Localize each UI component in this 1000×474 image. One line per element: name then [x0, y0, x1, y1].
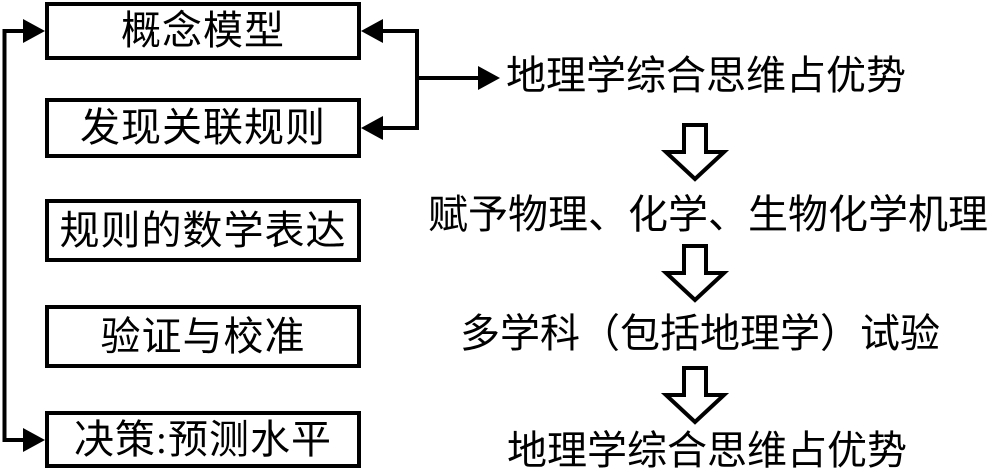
stage-text-geography-thinking-top: 地理学综合思维占优势	[506, 53, 906, 98]
arrowhead-right-into-bottom-box-icon	[23, 428, 45, 452]
flow-box-label: 概念模型	[121, 8, 285, 53]
flow-box-association-rules: 发现关联规则	[45, 98, 361, 158]
flow-box-math-expression: 规则的数学表达	[45, 199, 361, 262]
down-arrow-icon	[660, 123, 730, 182]
merge-connector	[383, 29, 478, 130]
flow-box-label: 发现关联规则	[80, 105, 326, 150]
flow-box-label: 规则的数学表达	[59, 207, 347, 253]
flow-box-label: 决策:预测水平	[73, 416, 333, 462]
arrowhead-left-into-box1-icon	[361, 19, 383, 43]
arrowhead-right-to-stage1-icon	[478, 66, 500, 90]
arrowhead-right-into-top-box-icon	[23, 19, 45, 43]
down-arrow-icon	[660, 244, 730, 303]
down-arrow-icon	[660, 366, 730, 425]
stage-text-geography-thinking-bottom: 地理学综合思维占优势	[507, 428, 907, 473]
arrowhead-left-into-box2-icon	[361, 116, 383, 140]
flow-box-decision-prediction: 决策:预测水平	[45, 411, 361, 468]
flow-box-validation-calibration: 验证与校准	[45, 305, 361, 368]
flow-box-label: 验证与校准	[100, 313, 306, 359]
stage-text-mechanisms: 赋予物理、化学、生物化学机理	[428, 192, 988, 237]
stage-text-multidisciplinary-experiments: 多学科（包括地理学）试验	[460, 311, 940, 356]
feedback-loop-connector	[2, 29, 24, 442]
flow-box-conceptual-model: 概念模型	[45, 2, 361, 60]
